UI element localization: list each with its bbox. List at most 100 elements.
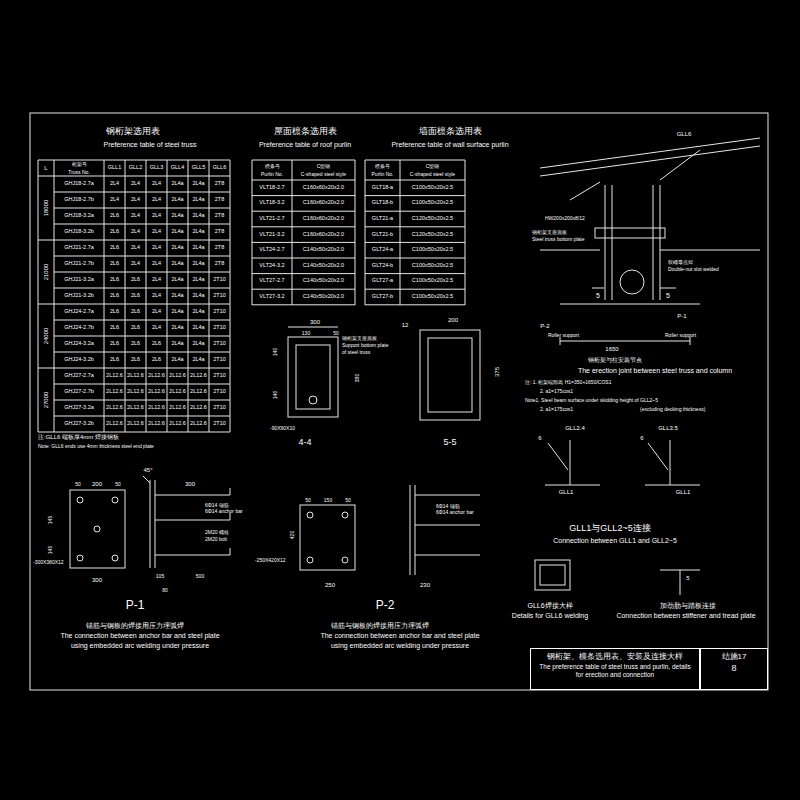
table-header: GLL3: [150, 165, 163, 171]
table-header: GLL4: [171, 165, 184, 171]
table-cell: 2L4: [110, 197, 119, 203]
dimension: 105: [156, 574, 164, 579]
grid-line: [54, 208, 230, 209]
table-cell: 2T10: [213, 341, 226, 347]
table-cell: GHJ21-2.7b: [64, 261, 94, 267]
table-cell: 2L4a: [171, 213, 183, 219]
weld-size: 6: [640, 435, 643, 441]
table-header: 桁架号: [72, 162, 87, 167]
table-cell: C100x50x20x2.5: [412, 294, 453, 300]
callout: 6Φ14 anchor bar: [205, 509, 243, 514]
table-cell: 2T10: [213, 389, 226, 395]
part-size: -250X420X12: [255, 558, 286, 563]
caption: The erection joint between steel truss a…: [578, 367, 732, 374]
table-cell: 2T10: [213, 309, 226, 315]
callout: Roller support: [665, 333, 696, 338]
table-cell: 2L4a: [171, 181, 183, 187]
table-cell: 2T10: [213, 405, 226, 411]
note: 注: 1. 桁架端部高 H1=350+1650/COS1: [525, 380, 611, 385]
table-header: Truss No.: [68, 170, 89, 175]
grid-line: [104, 160, 105, 432]
table-cell: 2L12.6: [169, 421, 186, 427]
grid-line: [188, 160, 189, 432]
table-cell: C140x50x20x2.0: [303, 247, 344, 253]
table-cell: C120x50x20x2.5: [412, 216, 453, 222]
grid-line: [365, 226, 465, 227]
callout: GLL3.5: [658, 425, 678, 431]
grid-line: [365, 180, 465, 181]
caption: using embedded arc welding under pressur…: [71, 642, 209, 649]
dimension: 12: [402, 322, 409, 328]
section-mark: 5: [596, 292, 600, 299]
dimension: 380: [355, 374, 360, 382]
table-header: GLL1: [108, 165, 121, 171]
dimension: 500: [196, 574, 204, 579]
table-cell: GLT27-b: [372, 294, 393, 300]
grid-line: [38, 160, 39, 432]
grid-line: [365, 289, 465, 290]
table-cell: 2T10: [213, 421, 226, 427]
grid-line: [54, 352, 230, 353]
dimension: 250: [325, 582, 335, 588]
callout: GLL2.4: [565, 425, 585, 431]
table-cell: VLT24-2.7: [259, 247, 284, 253]
note: 2. a1=175cos1: [540, 389, 573, 394]
table-cell: 2L12.6: [190, 405, 207, 411]
grid-line: [252, 242, 355, 243]
table-cell: 2T8: [215, 245, 224, 251]
table-header: Purlin No.: [372, 172, 394, 177]
callout: 2M20 螺栓: [205, 530, 229, 535]
table-cell: 2L4: [152, 325, 161, 331]
grid-line: [38, 368, 230, 369]
grid-line: [54, 224, 230, 225]
grid-line: [54, 256, 230, 257]
grid-line: [365, 160, 366, 305]
grid-line: [365, 242, 465, 243]
table-cell: 2L6: [110, 229, 119, 235]
table-cell: 2L4: [152, 245, 161, 251]
table-cell: GLT18-a: [372, 185, 393, 191]
table-cell: 2L4: [152, 309, 161, 315]
table-cell: C140x50x20x2.0: [303, 279, 344, 285]
dimension: 230: [420, 582, 430, 588]
table-cell: 2L4a: [192, 245, 204, 251]
table-header: C-shaped steel style: [301, 172, 346, 177]
dimension: 145: [48, 516, 53, 524]
table-cell: 2T10: [213, 277, 226, 283]
caption: 锚筋与钢板的焊接用压力埋弧焊: [331, 622, 429, 629]
table-cell: C140x50x20x2.0: [303, 263, 344, 269]
table-cell: GHJ24-3.2b: [64, 357, 94, 363]
table-cell: 2L4: [152, 181, 161, 187]
table-cell: VLT18-2.7: [259, 185, 284, 191]
table-cell: VLT27-3.2: [259, 294, 284, 300]
table-header: 檩条号: [375, 164, 390, 169]
grid-line: [252, 211, 355, 212]
caption: GLL1与GLL2~5连接: [569, 524, 650, 533]
table-cell: VLT18-3.2: [259, 201, 284, 207]
grid-line: [230, 160, 231, 432]
table-cell: 2T8: [215, 261, 224, 267]
table-title: 屋面檩条选用表: [274, 127, 337, 136]
note: 2. a1=175cos1: [540, 407, 573, 412]
callout: 6Φ14 锚筋: [205, 503, 229, 508]
table-cell: 2L6: [110, 245, 119, 251]
table-cell: 2L12.6: [127, 421, 144, 427]
callout: 6Φ14 锚筋: [436, 504, 460, 509]
table-cell: 2L6: [110, 277, 119, 283]
dimension: 200: [448, 317, 458, 323]
table-cell: C100x50x20x2.5: [412, 263, 453, 269]
table-cell: C100x50x20x2.5: [412, 185, 453, 191]
callout: of steel truss: [342, 350, 370, 355]
table-cell: VLT27-2.7: [259, 279, 284, 285]
table-cell: 27000: [43, 392, 49, 409]
table-cell: 2L12.6: [190, 389, 207, 395]
table-cell: 2L4: [152, 213, 161, 219]
note: Note1. Steel beam surface under skidding…: [525, 398, 658, 403]
grid-line: [252, 180, 355, 181]
dimension: 50: [75, 482, 81, 487]
grid-line: [365, 258, 465, 259]
table-cell: 2L4a: [192, 213, 204, 219]
table-cell: 2T10: [213, 293, 226, 299]
table-cell: 2L12.6: [148, 421, 165, 427]
caption: GLL6焊接大样: [527, 602, 572, 609]
